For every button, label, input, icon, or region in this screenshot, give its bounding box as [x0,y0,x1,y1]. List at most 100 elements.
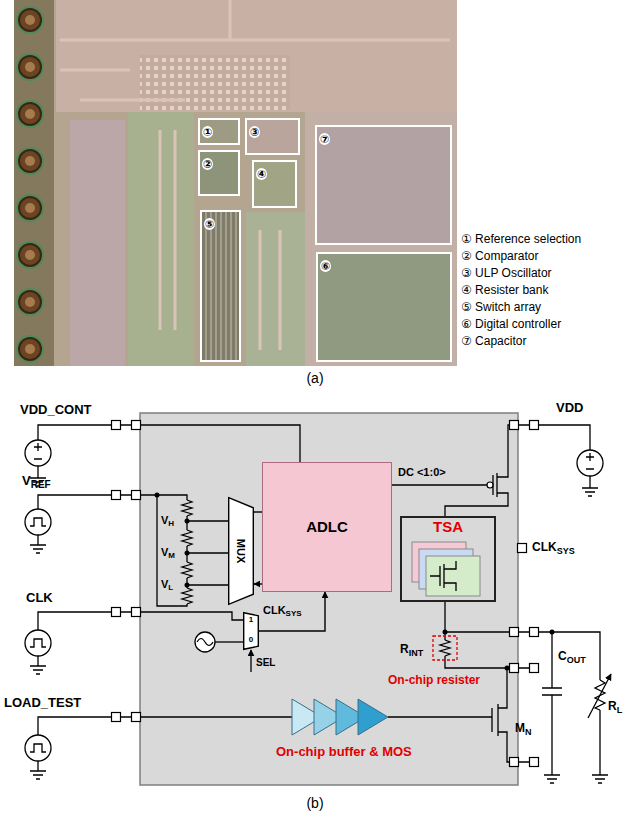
callout-number: ④ [256,168,267,180]
bond-pad [19,291,41,313]
pin-pad [510,421,519,430]
buffer-chain [358,699,388,735]
signal-label: R [608,700,617,714]
junction-dot [185,583,190,588]
bond-pad [19,56,41,78]
voltage-source [30,518,46,526]
on-chip-resistor-outline [433,636,457,660]
die-photo [60,0,450,350]
on-chip-resistor-outline [433,636,457,660]
die-region-box: ② [198,150,240,196]
signal-subscript: SYS [286,609,302,618]
signal-label: CLK [532,541,557,555]
die-region-box: ④ [252,160,297,208]
bond-pad [25,109,35,119]
bond-pad [16,100,44,128]
wire [539,425,591,450]
wire [492,668,510,762]
resistor-symbol [588,674,611,718]
wire [38,612,112,630]
junction-dot [155,493,160,498]
switch-array-box: TSA [400,516,496,602]
signal-subscript: M [168,551,175,560]
clock-mux: 10 [243,612,259,650]
bond-pad [19,244,41,266]
die-region-box: ⑥ [316,252,452,362]
bond-pad [16,6,44,34]
signal-subscript: H [168,519,174,528]
pin-pad [132,491,141,500]
ground-symbol [30,771,46,779]
voltage-source [30,639,46,647]
die-photo [14,0,54,366]
wire [539,632,601,775]
signal-wire [254,511,262,512]
pin-pad [530,664,539,673]
die-photo [315,125,452,245]
signal-label: C [558,650,567,664]
bond-pad [25,156,35,166]
voltage-source [34,443,42,459]
signal-label: V [161,514,168,527]
resistor-symbol [440,640,450,656]
die-photo [252,160,297,208]
wire [445,493,508,516]
wire [187,521,228,585]
block-label: TSA [402,519,494,536]
voltage-source [586,453,594,469]
annotation-text: On-chip resister [388,674,480,688]
junction-dot [443,630,448,635]
die-photo [70,120,125,366]
signal-label: V [161,578,168,591]
bond-pad [25,344,35,354]
callout-number: ⑤ [204,218,215,230]
junction-dot [550,630,555,635]
tsa-transistor-stack [426,556,480,596]
bond-pad [19,103,41,125]
wire [38,425,600,775]
callout-number: ⑦ [319,133,330,145]
signal-label: LOAD_TEST [4,696,81,711]
bond-pad [19,197,41,219]
callout-number: ① [202,126,213,138]
wire [38,425,112,440]
pin-pad [112,421,539,767]
die-region-box: ③ [245,118,300,155]
ulp-oscillator-symbol [250,650,251,672]
pin-pad [530,758,539,767]
legend-text: ⑤ Switch array [461,301,541,315]
voltage-source [25,630,51,656]
pin-pad [530,421,539,430]
ground-symbol [544,775,560,783]
chip-body [140,413,518,785]
signal-label: CLK [26,591,53,606]
signal-subscript: L [617,705,623,715]
die-photo [245,118,300,155]
die-photo [198,150,240,196]
bond-pad [16,241,44,269]
buffer-chain [292,699,388,735]
controller-box: ADLC [262,462,392,592]
legend-text: ⑥ Digital controller [461,318,561,332]
junction-dot [185,551,190,556]
pin-pad [112,421,121,430]
ground-symbol [30,545,46,553]
resistor-symbol [182,562,192,578]
wire [141,612,244,620]
signal-label: V [22,474,31,489]
pin-pad [112,491,121,500]
pmos-switch-symbol [487,482,493,488]
pin-pad [112,713,121,722]
bond-pad [16,335,44,363]
wire [121,425,530,762]
ulp-oscillator-symbol [197,639,213,646]
die-photo [14,0,457,366]
bond-pad [16,194,44,222]
die-region-box: ⑤ [200,210,241,362]
wire [497,425,510,477]
signal-label: CLK [263,604,286,617]
signal-wire [259,592,325,631]
legend-text: ② Comparator [461,250,538,264]
legend-text: ④ Resister bank [461,284,548,298]
